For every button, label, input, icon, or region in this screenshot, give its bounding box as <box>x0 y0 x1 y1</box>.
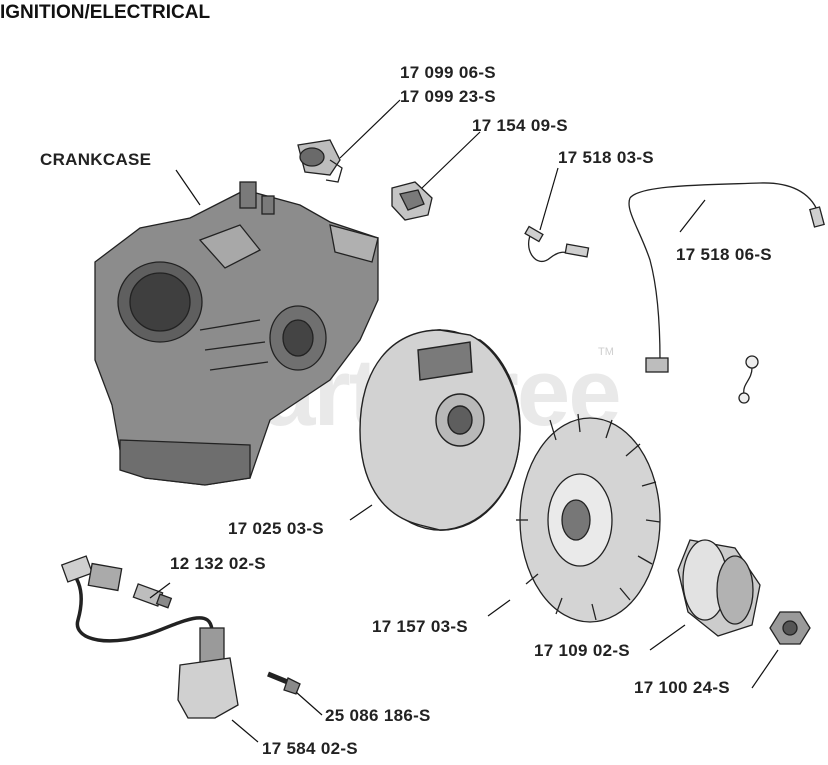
label-17-584-02: 17 584 02-S <box>262 739 358 758</box>
screw-part-25-086[interactable] <box>267 671 301 695</box>
page-title: IGNITION/ELECTRICAL <box>0 2 211 23</box>
label-17-100-24: 17 100 24-S <box>634 678 730 697</box>
watermark-trademark: TM <box>598 346 614 358</box>
clip-part-17-099[interactable] <box>297 139 343 183</box>
label-12-132-02: 12 132 02-S <box>170 554 266 573</box>
crankcase-part[interactable] <box>94 181 379 486</box>
label-17-154-09: 17 154 09-S <box>472 116 568 135</box>
spark-plug-part-12-132[interactable] <box>132 583 173 609</box>
fan-part-17-157[interactable] <box>516 413 661 623</box>
ground-wire-part-17-518-06[interactable] <box>628 182 825 404</box>
leader-lines <box>149 99 779 743</box>
starter-cup-part-17-109[interactable] <box>677 539 761 637</box>
label-17-518-03: 17 518 03-S <box>558 148 654 167</box>
bracket-part-17-154[interactable] <box>391 181 433 221</box>
label-17-099-23: 17 099 23-S <box>400 87 496 106</box>
nut-part-17-100[interactable] <box>769 611 811 645</box>
label-17-109-02: 17 109 02-S <box>534 641 630 660</box>
wire-part-17-518-03[interactable] <box>524 225 590 262</box>
label-17-518-06: 17 518 06-S <box>676 245 772 264</box>
label-17-025-03: 17 025 03-S <box>228 519 324 538</box>
label-17-157-03: 17 157 03-S <box>372 617 468 636</box>
label-crankcase: CRANKCASE <box>40 150 152 169</box>
label-17-099-06: 17 099 06-S <box>400 63 496 82</box>
label-25-086-186: 25 086 186-S <box>325 706 431 725</box>
ignition-coil-part-17-584[interactable] <box>60 555 239 719</box>
flywheel-magnet-part-17-025[interactable] <box>359 329 521 531</box>
